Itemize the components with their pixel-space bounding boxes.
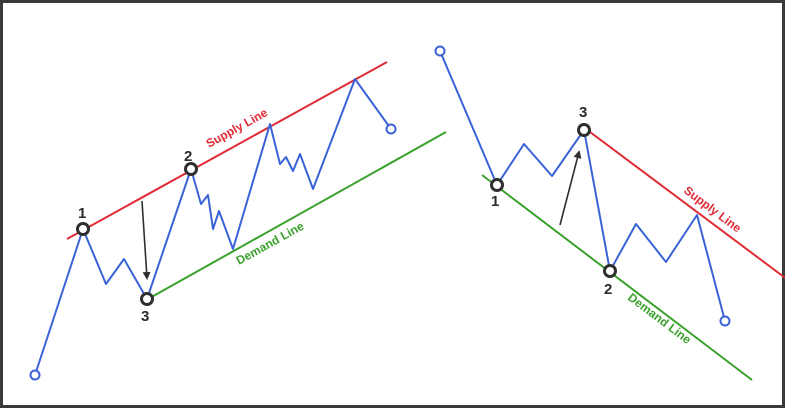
- left-supply-line: [67, 62, 387, 239]
- right-supply-label: Supply Line: [681, 183, 744, 235]
- right-supply-line: [586, 129, 785, 280]
- right-label-1: 1: [491, 193, 499, 210]
- right-label-3: 3: [579, 104, 587, 121]
- right-start-point: [436, 47, 445, 56]
- left-pivot-3: [142, 294, 153, 305]
- left-start-point: [31, 371, 40, 380]
- right-arrow: [560, 152, 579, 225]
- left-supply-label: Supply Line: [204, 105, 271, 150]
- right-demand-label: Demand Line: [625, 290, 694, 347]
- left-label-2: 2: [184, 148, 192, 165]
- right-label-2: 2: [604, 281, 612, 298]
- left-demand-label: Demand Line: [234, 219, 307, 268]
- right-pivot-2: [605, 266, 616, 277]
- right-pivot-1: [492, 180, 503, 191]
- trendline-diagrams: 1 2 3 Supply Line Demand Line 1 2 3 Supp…: [3, 3, 785, 411]
- left-end-point: [387, 125, 396, 134]
- left-pivot-2: [186, 164, 197, 175]
- left-diagram: 1 2 3 Supply Line Demand Line: [31, 62, 447, 380]
- left-label-3: 3: [141, 308, 149, 325]
- right-pivot-3: [579, 125, 590, 136]
- left-demand-line: [148, 132, 446, 299]
- right-diagram: 1 2 3 Supply Line Demand Line: [436, 47, 785, 381]
- left-pivot-1: [78, 224, 89, 235]
- right-price-path: [440, 51, 725, 321]
- left-label-1: 1: [78, 205, 86, 222]
- right-end-point: [721, 317, 730, 326]
- left-arrow: [142, 201, 147, 278]
